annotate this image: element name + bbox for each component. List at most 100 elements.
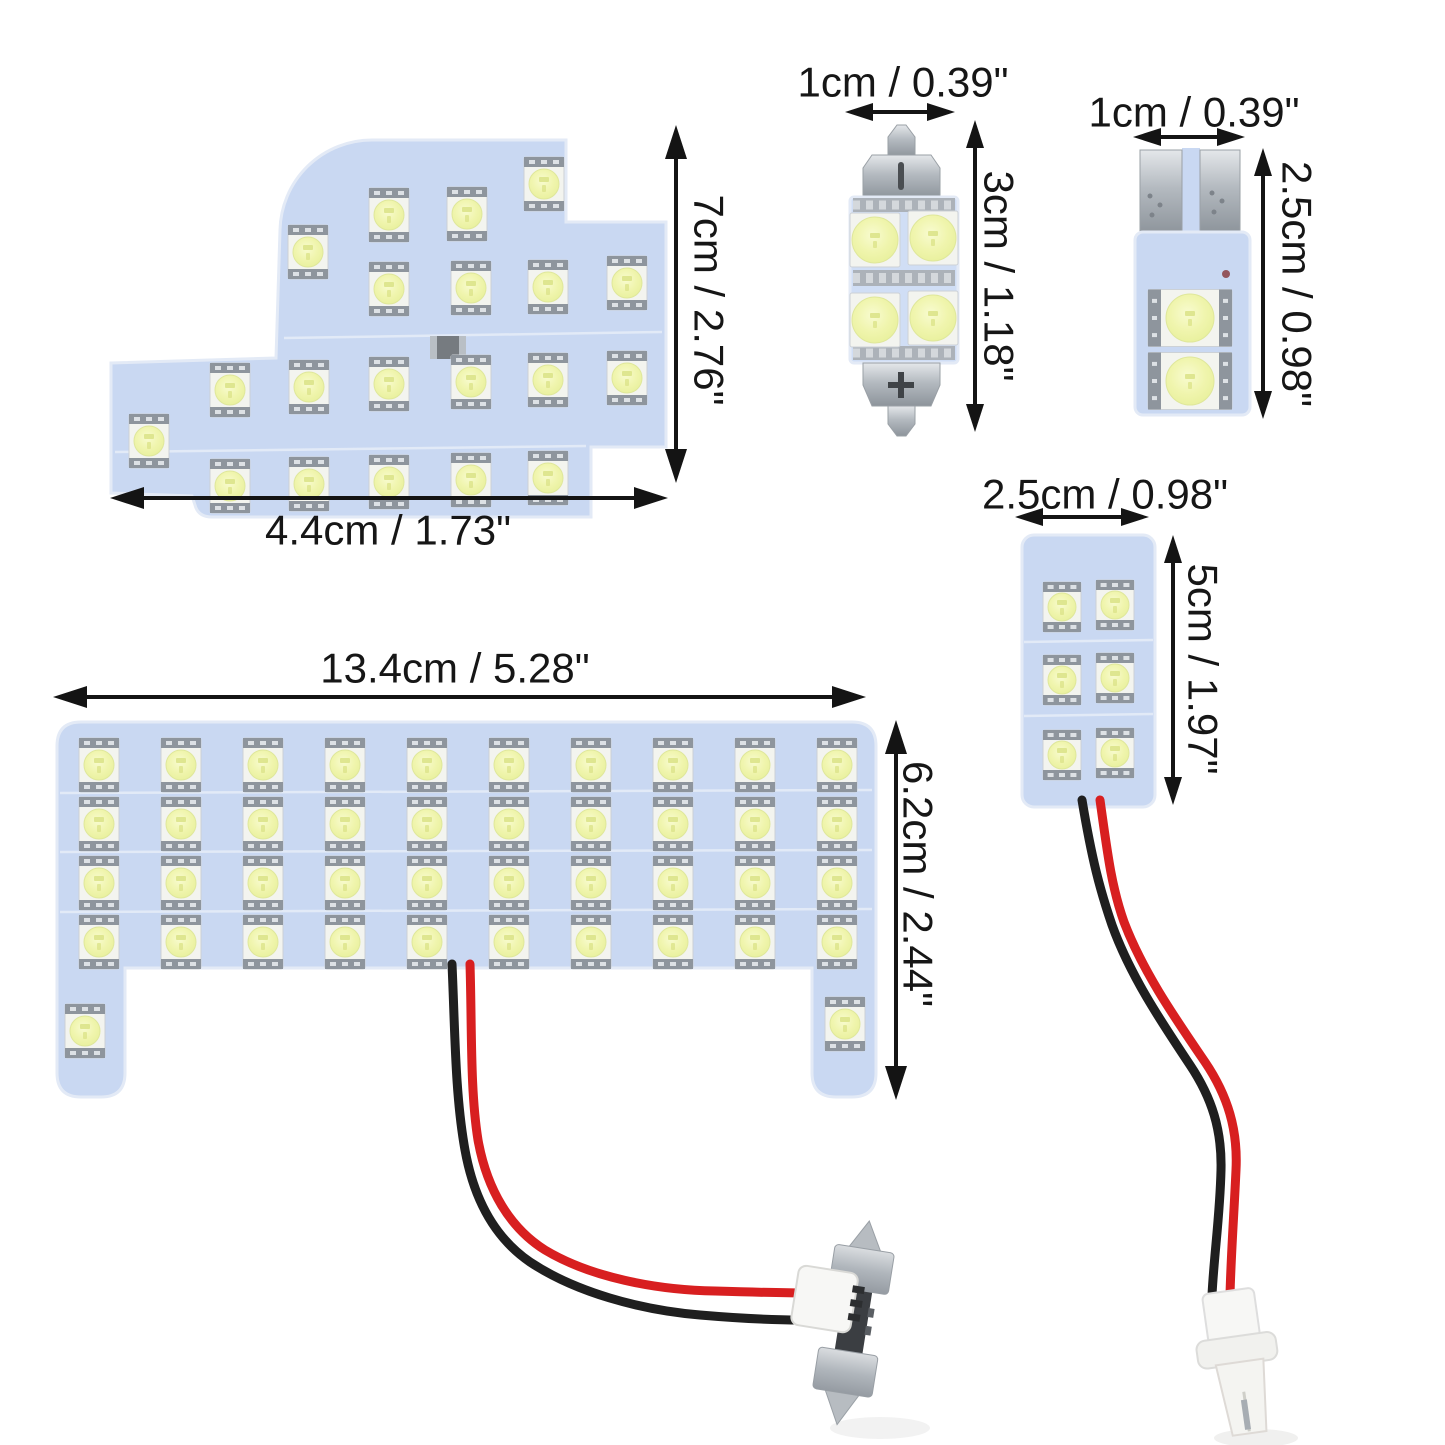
led-chip bbox=[406, 914, 448, 970]
resistor-chip bbox=[430, 336, 466, 359]
wire-plug-connector bbox=[790, 1264, 859, 1334]
dim-label-small-height: 5cm / 1.97" bbox=[1179, 563, 1226, 774]
large-led-board bbox=[55, 720, 878, 1099]
led-chip bbox=[816, 796, 858, 852]
led-chip bbox=[78, 737, 120, 793]
led-chip bbox=[907, 290, 959, 346]
small-board-seam bbox=[1023, 712, 1154, 718]
led-chip bbox=[406, 796, 448, 852]
led-chip bbox=[450, 260, 492, 316]
dim-arrow-small-height bbox=[1164, 535, 1182, 805]
dim-arrow-t10-width bbox=[1133, 128, 1245, 146]
wire-plug-pins bbox=[847, 1285, 865, 1322]
festoon-bottom-tip bbox=[887, 405, 916, 437]
led-chip bbox=[160, 914, 202, 970]
led-chip bbox=[570, 855, 612, 911]
led-chip bbox=[849, 212, 901, 268]
t10-adapter-wedge bbox=[1214, 1357, 1268, 1437]
t10-contact-plate-right bbox=[1199, 149, 1241, 234]
t10-led-array bbox=[1147, 289, 1233, 410]
led-chip bbox=[368, 454, 410, 510]
led-chip bbox=[242, 737, 284, 793]
led-chip bbox=[816, 855, 858, 911]
led-chip bbox=[242, 855, 284, 911]
led-chip bbox=[816, 914, 858, 970]
festoon-top-tip bbox=[887, 124, 916, 158]
led-chip bbox=[849, 292, 901, 348]
led-chip bbox=[488, 737, 530, 793]
led-chip bbox=[652, 914, 694, 970]
festoon-adapter-bar-pin bbox=[867, 1308, 875, 1318]
led-chip bbox=[652, 796, 694, 852]
t10-wedge-bulb bbox=[1133, 148, 1252, 417]
led-chip bbox=[324, 737, 366, 793]
plus-mark bbox=[888, 372, 914, 398]
dim-label-shaped-height: 7cm / 2.76" bbox=[685, 194, 732, 405]
led-chip bbox=[368, 356, 410, 412]
led-chip bbox=[450, 452, 492, 508]
led-chip bbox=[288, 359, 330, 415]
festoon-adapter-bottom-cap bbox=[812, 1346, 879, 1398]
led-chip bbox=[368, 187, 410, 243]
small-board-pcb bbox=[1020, 533, 1157, 809]
small-board-seam bbox=[1023, 638, 1154, 644]
shaped-board-seam bbox=[114, 444, 587, 454]
large-board-led-array bbox=[64, 737, 866, 1059]
led-chip bbox=[209, 362, 251, 418]
led-chip bbox=[606, 350, 648, 406]
dim-label-shaped-width: 4.4cm / 1.73" bbox=[265, 507, 511, 554]
small-led-board bbox=[1020, 533, 1157, 809]
dim-arrow-small-width bbox=[1015, 508, 1149, 526]
led-chip bbox=[160, 796, 202, 852]
t10-plate-speckles bbox=[1147, 190, 1225, 218]
dim-arrow-festoon-height bbox=[966, 120, 984, 432]
led-chip bbox=[450, 354, 492, 410]
dim-label-small-width: 2.5cm / 0.98" bbox=[982, 471, 1228, 518]
dim-label-t10-width: 1cm / 0.39" bbox=[1088, 89, 1299, 136]
led-chip bbox=[734, 914, 776, 970]
t10-pcb-strip bbox=[1182, 148, 1200, 236]
led-chip bbox=[1095, 652, 1135, 704]
led-chip bbox=[527, 259, 569, 315]
small-board-led-array bbox=[1042, 579, 1135, 781]
festoon-solder-strips bbox=[853, 198, 955, 360]
led-chip bbox=[527, 450, 569, 506]
led-chip bbox=[1147, 352, 1233, 410]
led-chip bbox=[734, 855, 776, 911]
festoon-bulb bbox=[848, 124, 960, 437]
dim-arrow-large-height bbox=[885, 720, 907, 1100]
led-chip bbox=[570, 737, 612, 793]
wire-black-small-board bbox=[1077, 795, 1226, 1300]
shaped-board-seam bbox=[283, 330, 663, 340]
t10-adapter-connector bbox=[1195, 1287, 1279, 1437]
led-chip bbox=[128, 413, 170, 469]
dim-arrow-festoon-width bbox=[845, 103, 955, 121]
led-chip bbox=[78, 914, 120, 970]
led-chip bbox=[527, 352, 569, 408]
festoon-led-array bbox=[849, 210, 959, 348]
festoon-adapter-shadow bbox=[830, 1417, 930, 1439]
led-chip bbox=[324, 914, 366, 970]
led-chip bbox=[570, 914, 612, 970]
led-chip bbox=[324, 796, 366, 852]
led-chip bbox=[160, 737, 202, 793]
dim-label-festoon-width: 1cm / 0.39" bbox=[797, 59, 1008, 106]
led-chip bbox=[78, 855, 120, 911]
dim-arrow-shaped-height bbox=[665, 125, 687, 483]
led-chip bbox=[734, 796, 776, 852]
led-chip bbox=[406, 737, 448, 793]
led-chip bbox=[523, 156, 565, 212]
led-chip bbox=[488, 914, 530, 970]
led-chip bbox=[1042, 654, 1082, 706]
led-chip bbox=[78, 796, 120, 852]
led-chip bbox=[652, 855, 694, 911]
t10-contact-plate-left bbox=[1139, 149, 1183, 235]
led-chip bbox=[1042, 581, 1082, 633]
led-chip bbox=[1042, 729, 1082, 781]
led-chip bbox=[606, 255, 648, 311]
festoon-adapter-connector bbox=[790, 1220, 895, 1426]
festoon-adapter-bar-pin bbox=[864, 1325, 872, 1336]
shaped-board-led-array bbox=[128, 156, 648, 514]
